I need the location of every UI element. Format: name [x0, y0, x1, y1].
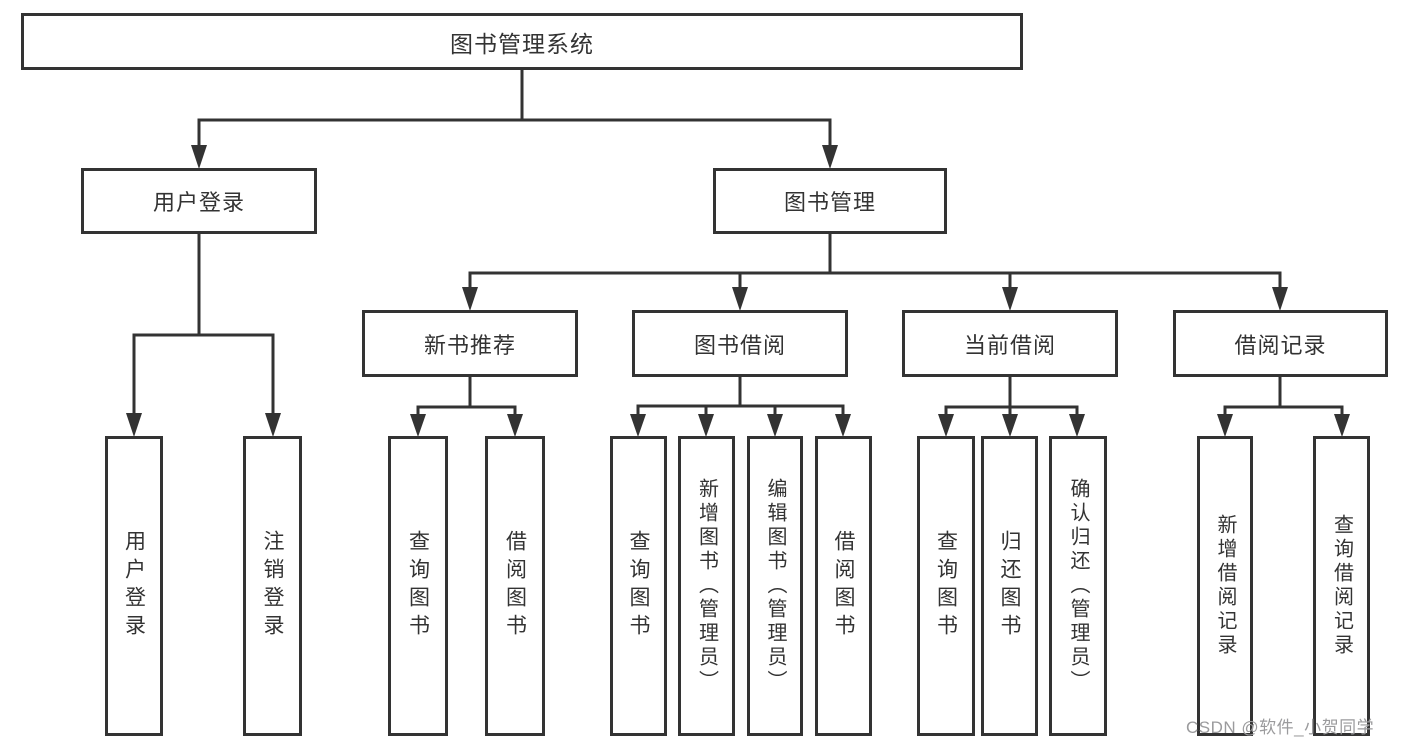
leaf-recommend-borrow-book-label: 借阅图书	[503, 530, 527, 642]
leaf-logout-label: 注销登录	[261, 530, 284, 642]
leaf-user-login: 用户登录	[105, 436, 163, 736]
connector-book-borrow-to-leaves	[630, 377, 851, 437]
leaf-current-query-book-label: 查询图书	[934, 530, 958, 642]
leaf-recommend-query-book: 查询图书	[388, 436, 448, 736]
csdn-watermark: CSDN @软件_小贺同学	[1186, 718, 1375, 737]
leaf-edit-book-admin: 编辑图书（管理员）	[747, 436, 803, 736]
leaf-recommend-query-book-label: 查询图书	[406, 530, 430, 642]
node-library-management-system: 图书管理系统	[21, 13, 1023, 70]
connector-new-book-rec-to-leaves	[410, 377, 523, 437]
leaf-query-borrow-record: 查询借阅记录	[1313, 436, 1370, 736]
node-user-login: 用户登录	[81, 168, 317, 234]
leaf-logout: 注销登录	[243, 436, 302, 736]
connector-root-to-level2	[191, 70, 838, 169]
leaf-confirm-return-admin-label: 确认归还（管理员）	[1067, 478, 1089, 694]
connector-current-borrow-to-leaves	[938, 377, 1085, 437]
leaf-recommend-borrow-book: 借阅图书	[485, 436, 545, 736]
leaf-borrow-borrow-book-label: 借阅图书	[832, 530, 855, 642]
leaf-edit-book-admin-label: 编辑图书（管理员）	[764, 478, 786, 694]
leaf-add-book-admin-label: 新增图书（管理员）	[695, 478, 718, 694]
leaf-confirm-return-admin: 确认归还（管理员）	[1049, 436, 1107, 736]
leaf-return-book: 归还图书	[981, 436, 1038, 736]
connector-user-login-to-leaves	[126, 233, 281, 437]
leaf-query-borrow-record-label: 查询借阅记录	[1330, 514, 1353, 658]
node-book-borrow: 图书借阅	[632, 310, 848, 377]
leaf-return-book-label: 归还图书	[998, 530, 1021, 642]
leaf-current-query-book: 查询图书	[917, 436, 975, 736]
node-book-management: 图书管理	[713, 168, 947, 234]
leaf-borrow-borrow-book: 借阅图书	[815, 436, 872, 736]
leaf-borrow-query-book: 查询图书	[610, 436, 667, 736]
leaf-user-login-label: 用户登录	[122, 530, 146, 642]
leaf-borrow-query-book-label: 查询图书	[627, 530, 650, 642]
node-current-borrow: 当前借阅	[902, 310, 1118, 377]
node-new-book-recommend: 新书推荐	[362, 310, 578, 377]
connector-borrow-record-to-leaves	[1217, 377, 1350, 437]
node-borrow-record: 借阅记录	[1173, 310, 1388, 377]
leaf-add-borrow-record: 新增借阅记录	[1197, 436, 1253, 736]
leaf-add-borrow-record-label: 新增借阅记录	[1214, 514, 1236, 658]
connector-book-mgmt-to-level3	[462, 234, 1288, 311]
leaf-add-book-admin: 新增图书（管理员）	[678, 436, 735, 736]
